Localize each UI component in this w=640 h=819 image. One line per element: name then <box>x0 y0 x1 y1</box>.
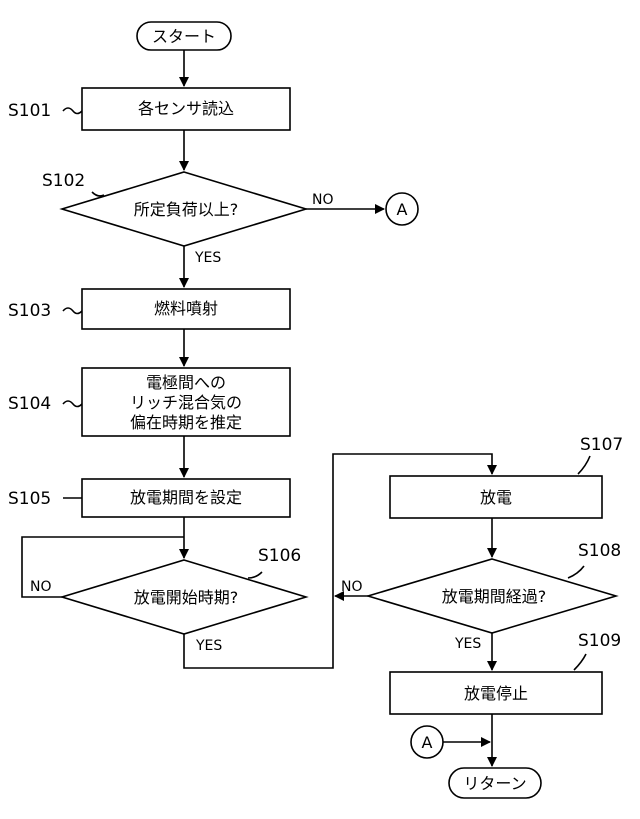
decision-s102: 所定負荷以上? <box>59 171 309 247</box>
step-s105: 放電期間を設定 <box>81 478 291 518</box>
decision-s108: 放電期間経過? <box>365 558 619 634</box>
step-s109: 放電停止 <box>389 671 603 715</box>
s102-label: S102 <box>42 171 85 191</box>
label-leader <box>567 565 585 579</box>
s108-label: S108 <box>578 541 621 561</box>
s104-line-2: リッチ混合気の <box>130 393 242 412</box>
s108-yes-label: YES <box>454 636 481 652</box>
label-leader <box>573 653 587 671</box>
label-leader <box>577 455 591 475</box>
s102-no-label: NO <box>312 192 334 208</box>
end-text: リターン <box>463 774 526 793</box>
s105-label: S105 <box>8 489 51 509</box>
s106-text: 放電開始時期? <box>134 588 239 607</box>
step-s103: 燃料噴射 <box>81 288 291 330</box>
s101-text: 各センサ読込 <box>138 99 234 118</box>
s106-label: S106 <box>258 546 301 566</box>
s108-text: 放電期間経過? <box>442 587 547 606</box>
s105-text: 放電期間を設定 <box>130 488 242 507</box>
label-leader <box>62 107 83 115</box>
s104-label: S104 <box>8 394 51 414</box>
step-s107: 放電 <box>389 475 603 519</box>
decision-s106: 放電開始時期? <box>59 559 309 635</box>
s102-text: 所定負荷以上? <box>134 200 239 219</box>
s108-no-label: NO <box>341 579 363 595</box>
s109-label: S109 <box>578 631 621 651</box>
step-s101: 各センサ読込 <box>81 87 291 131</box>
start-text: スタート <box>152 27 216 46</box>
connector-a-in: A <box>410 725 444 759</box>
s107-label: S107 <box>580 435 623 455</box>
s104-line-1: 電極間への <box>146 373 226 392</box>
connector-a-text: A <box>397 200 408 219</box>
s104-line-3: 偏在時期を推定 <box>130 413 242 432</box>
start-terminal: スタート <box>136 21 232 51</box>
s106-yes-path <box>183 453 497 669</box>
step-s104: 電極間への リッチ混合気の 偏在時期を推定 <box>81 367 291 437</box>
connector-a-in-text: A <box>422 733 433 752</box>
s106-yes-label: YES <box>195 638 222 654</box>
s106-no-loop <box>21 536 184 598</box>
label-leader <box>62 307 83 315</box>
label-leader <box>62 400 83 408</box>
s109-text: 放電停止 <box>464 684 528 703</box>
s102-yes-label: YES <box>194 250 221 266</box>
s106-no-label: NO <box>30 579 52 595</box>
connector-a-out: A <box>385 192 419 226</box>
s103-text: 燃料噴射 <box>154 299 218 318</box>
s107-text: 放電 <box>480 488 512 507</box>
label-leader <box>91 191 105 197</box>
end-terminal: リターン <box>448 767 542 799</box>
s103-label: S103 <box>8 301 51 321</box>
label-leader <box>247 571 263 579</box>
s101-label: S101 <box>8 101 51 121</box>
